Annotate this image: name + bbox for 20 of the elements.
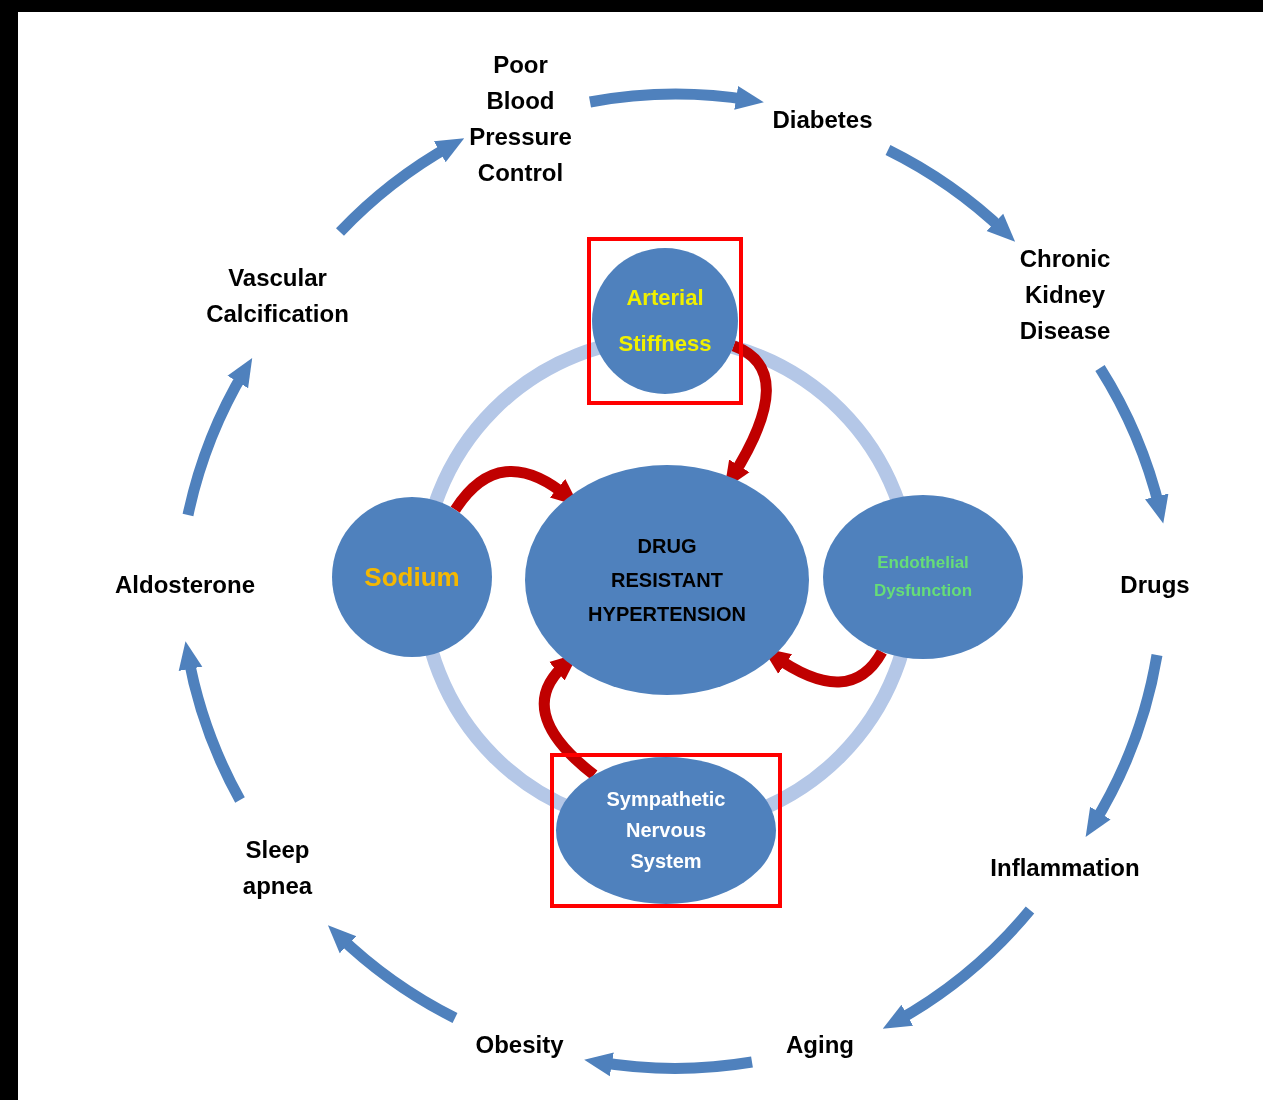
arrow [883, 906, 1035, 1030]
arrow [1095, 365, 1168, 524]
cause-label: Drugs [1110, 565, 1200, 605]
arrow [1086, 653, 1163, 838]
arrow [336, 137, 464, 236]
cause-label: Diabetes [755, 100, 890, 140]
arrow [584, 1051, 753, 1076]
cause-label: Poor Blood Pressure Control [458, 44, 583, 194]
cause-label: Aging [775, 1025, 865, 1065]
arrow [327, 925, 458, 1023]
arrow [179, 641, 245, 803]
cause-label: Chronic Kidney Disease [1000, 238, 1130, 352]
cause-label: Obesity [462, 1025, 577, 1065]
arrow [589, 86, 764, 111]
cause-label: Inflammation [965, 848, 1165, 888]
cause-label: Sleep apnea [220, 830, 335, 906]
cause-label: Aldosterone [95, 565, 275, 605]
cause-label: Vascular Calcification [190, 258, 365, 334]
arrow [885, 145, 1016, 242]
arrow [182, 357, 252, 517]
